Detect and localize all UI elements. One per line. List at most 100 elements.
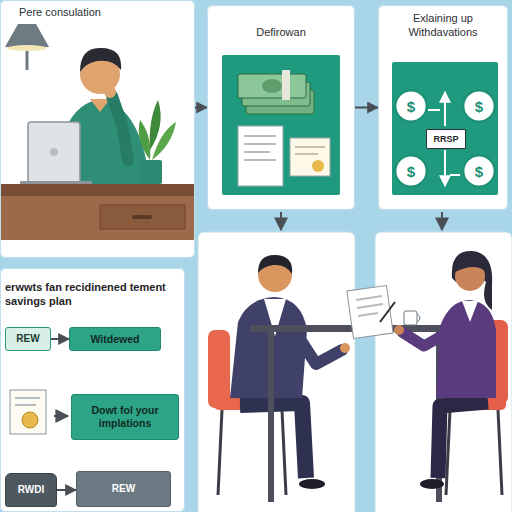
woman-client: [462, 301, 478, 322]
woman-client: [436, 300, 496, 398]
desk: [100, 205, 185, 229]
man-advisor: [299, 479, 325, 489]
money-card: [238, 126, 283, 186]
desk: [0, 184, 195, 196]
document-sheet: [357, 304, 383, 308]
label-box: RRSP: [426, 129, 466, 149]
desk: [0, 196, 195, 240]
woman-client: [394, 251, 496, 489]
man-thinking: [112, 96, 128, 160]
currency-symbol: $: [475, 163, 483, 180]
step-panel: erwwts fan recidinened tement savings pl…: [0, 268, 185, 512]
man-advisor: [294, 330, 342, 364]
circle-outline: [395, 90, 426, 121]
box-label: Witdewed: [91, 333, 140, 346]
document-icon: [10, 390, 46, 434]
money-card: [244, 143, 276, 145]
money-card: [295, 146, 325, 148]
desk-lamp: [7, 45, 47, 51]
laptop: [20, 122, 92, 185]
money-card: [244, 151, 270, 153]
label-box: RWDI: [5, 473, 57, 507]
document-icon: [15, 404, 36, 406]
man-thinking: [80, 48, 121, 72]
step-panel: Pere consulation: [0, 0, 195, 258]
circle-outline: [463, 90, 494, 121]
money-card: [244, 135, 276, 137]
panel-title: Exlaining up Withdavations: [379, 6, 507, 40]
currency-symbol: $: [475, 98, 483, 115]
desk: [132, 215, 152, 219]
woman-client: [402, 330, 452, 346]
withdrawal-card: [392, 62, 498, 195]
desk: [0, 184, 195, 240]
panel-ground: [0, 268, 185, 512]
coffee-mug: [404, 311, 417, 325]
document-sheet: [356, 296, 382, 300]
potted-plant: [139, 120, 151, 160]
flow-arrow: [51, 338, 69, 340]
man-advisor: [340, 343, 350, 353]
flow-arrow: [54, 212, 442, 416]
flow-arrow: [195, 107, 207, 109]
money-card: [312, 160, 324, 172]
document-icon: [10, 390, 46, 434]
dollar-circle: $: [394, 154, 428, 188]
panel-ground: [375, 232, 512, 512]
man-chair: [218, 410, 222, 495]
man-thinking: [90, 99, 110, 112]
box-label: REW: [16, 333, 39, 345]
money-card: [262, 79, 282, 93]
money-card: [295, 153, 318, 155]
panel-title: erwwts fan recidinened tement savings pl…: [1, 269, 184, 309]
money-card: [222, 55, 340, 195]
woman-client: [420, 479, 444, 489]
flow-arrow: [57, 489, 76, 491]
woman-client: [455, 257, 486, 272]
withdrawal-card: [444, 92, 446, 126]
man-advisor: [258, 255, 292, 274]
box-label: RWDI: [18, 484, 44, 496]
panel-ground: [207, 5, 355, 210]
panel-title: Defirowan: [208, 6, 354, 40]
money-card: [244, 159, 276, 161]
label-box: REW: [5, 327, 51, 351]
woman-chair: [498, 410, 502, 495]
dollar-circle: $: [462, 89, 496, 123]
box-label: Dowt fol your implations: [76, 404, 174, 429]
flow-arrow: [441, 212, 443, 230]
panel-ground: [198, 232, 355, 512]
man-chair: [282, 410, 286, 495]
document-sheet: [380, 302, 395, 322]
panel-ground: [378, 5, 508, 210]
circle-outline: [463, 155, 494, 186]
panel-title: Pere consulation: [1, 1, 194, 20]
document-icon: [22, 412, 38, 428]
woman-client: [438, 402, 488, 478]
money-card: [238, 74, 306, 98]
desk-lamp: [5, 24, 49, 47]
dollar-circle: $: [394, 89, 428, 123]
laptop: [50, 148, 58, 156]
withdrawal-card: [392, 62, 498, 195]
money-card: [282, 70, 290, 100]
man-advisor: [230, 255, 350, 489]
withdrawal-card: [444, 150, 446, 186]
document-sheet: [347, 285, 393, 338]
label-box: REW: [76, 471, 171, 507]
document-sheet: [358, 313, 378, 316]
potted-plant: [139, 100, 176, 184]
label-box: Dowt fol your implations: [71, 394, 179, 440]
label-box: Witdewed: [69, 327, 161, 351]
step-panel: Defirowan: [207, 5, 355, 210]
flow-arrow: [355, 107, 378, 109]
document-sheet: [347, 285, 395, 338]
desk-lamp: [5, 24, 49, 70]
table: [268, 332, 274, 502]
potted-plant: [150, 100, 161, 150]
box-label: RRSP: [433, 134, 458, 145]
flow-arrow: [54, 415, 68, 417]
woman-client: [452, 251, 492, 310]
step-panel: Exlaining up Withdavations $ $ RRSP $ $: [378, 5, 508, 210]
